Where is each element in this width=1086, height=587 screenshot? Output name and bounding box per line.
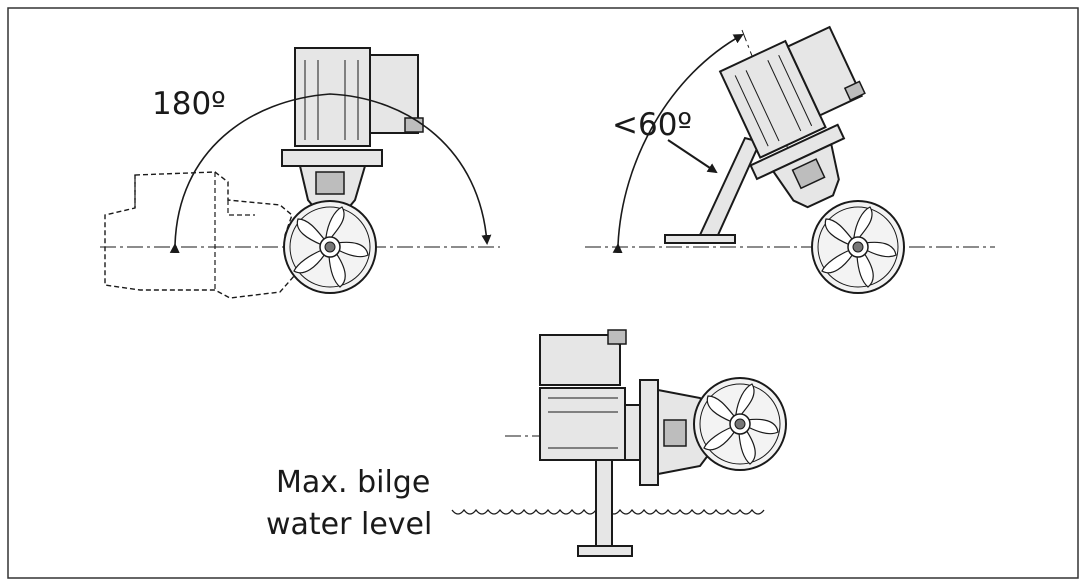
right-motor-fin-2 (745, 70, 780, 142)
bilge-label-line-2: water level (266, 507, 432, 542)
bottom-support-base (577, 545, 633, 557)
angle-180-label: 180º (152, 86, 226, 122)
bottom-motor-body (539, 387, 626, 461)
bottom-support-post (595, 459, 613, 549)
bottom-cable-gland (607, 329, 627, 345)
right-terminal-box (786, 25, 864, 117)
left-flange (281, 149, 383, 167)
angle-60-label: <60º (612, 107, 692, 143)
bottom-flange (639, 379, 659, 486)
bottom-terminal-box (539, 334, 621, 386)
right-propeller (811, 200, 905, 294)
outer-border (7, 7, 1079, 579)
bilge-label-line-1: Max. bilge (276, 465, 430, 500)
bottom-propeller (693, 377, 787, 471)
right-motor-fin-3 (767, 60, 802, 132)
left-rotation-arc (169, 93, 492, 254)
bottom-thruster-view: Max. bilge water level (266, 329, 787, 557)
ghost-motor-detail (134, 172, 255, 290)
right-motor-fin-4 (778, 54, 813, 127)
right-pointer-arrow (667, 139, 718, 174)
left-anode-block (315, 171, 345, 195)
left-cable-gland (404, 117, 424, 133)
right-tilted-thruster (718, 25, 866, 209)
right-cable-gland (843, 80, 866, 102)
right-tilt-arc (612, 34, 744, 254)
ghost-motor-outline (104, 171, 296, 299)
right-anode-block (791, 158, 826, 190)
right-thruster-view: <60º (585, 25, 995, 294)
right-support-base (664, 234, 736, 244)
right-support-bracket (698, 136, 762, 236)
bottom-adapter (624, 404, 641, 461)
bottom-anode-block (663, 419, 687, 447)
left-thruster-view: 180º (100, 47, 500, 299)
left-propeller (283, 200, 377, 294)
